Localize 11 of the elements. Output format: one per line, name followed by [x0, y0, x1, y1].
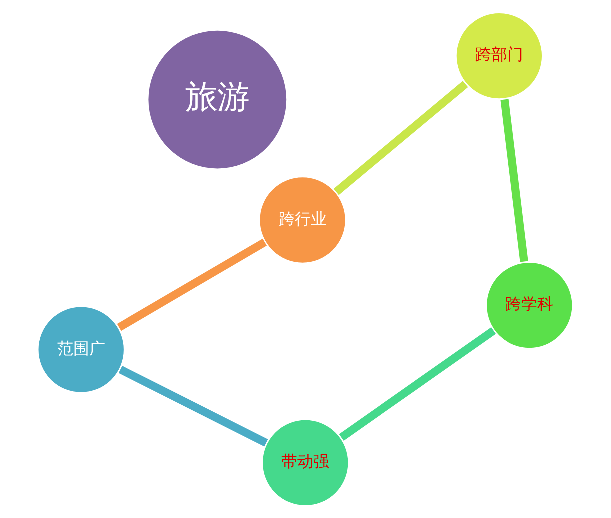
connector: [339, 326, 496, 440]
node-circle: 范围广: [36, 304, 126, 394]
node-circle: 跨学科: [484, 260, 575, 350]
connector: [334, 80, 468, 195]
node-circle: 跨行业: [258, 174, 348, 265]
node-circle: 旅游: [146, 28, 290, 171]
connector: [500, 98, 528, 262]
connector: [118, 366, 268, 446]
node-circle: 带动强: [260, 417, 351, 508]
node-circle: 跨部门: [454, 10, 544, 101]
connector: [117, 238, 268, 331]
